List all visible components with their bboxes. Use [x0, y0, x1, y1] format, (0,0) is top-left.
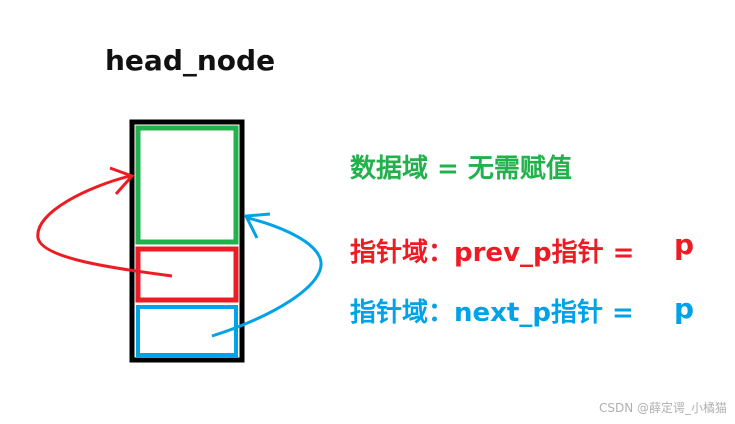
next-arrow-head: [243, 212, 271, 239]
prev-field-box: [135, 246, 239, 303]
node-outer-box: [129, 119, 245, 363]
prev-field-value: p: [674, 228, 695, 261]
data-field-box: [135, 125, 239, 245]
data-field-label: 数据域 = 无需赋值: [350, 154, 572, 184]
watermark: CSDN @薛定谔_小橘猫: [598, 401, 727, 415]
prev-arrow-head: [109, 166, 135, 195]
next-field-label: 指针域：next_p指针 =: [350, 298, 634, 328]
next-field-box: [136, 305, 238, 357]
prev-field-label: 指针域：prev_p指针 =: [350, 238, 635, 268]
node-title: head_node: [105, 44, 276, 77]
next-field-value: p: [674, 292, 695, 325]
prev-pointer-arrow: [36, 174, 173, 278]
next-pointer-arrow: [211, 216, 323, 338]
